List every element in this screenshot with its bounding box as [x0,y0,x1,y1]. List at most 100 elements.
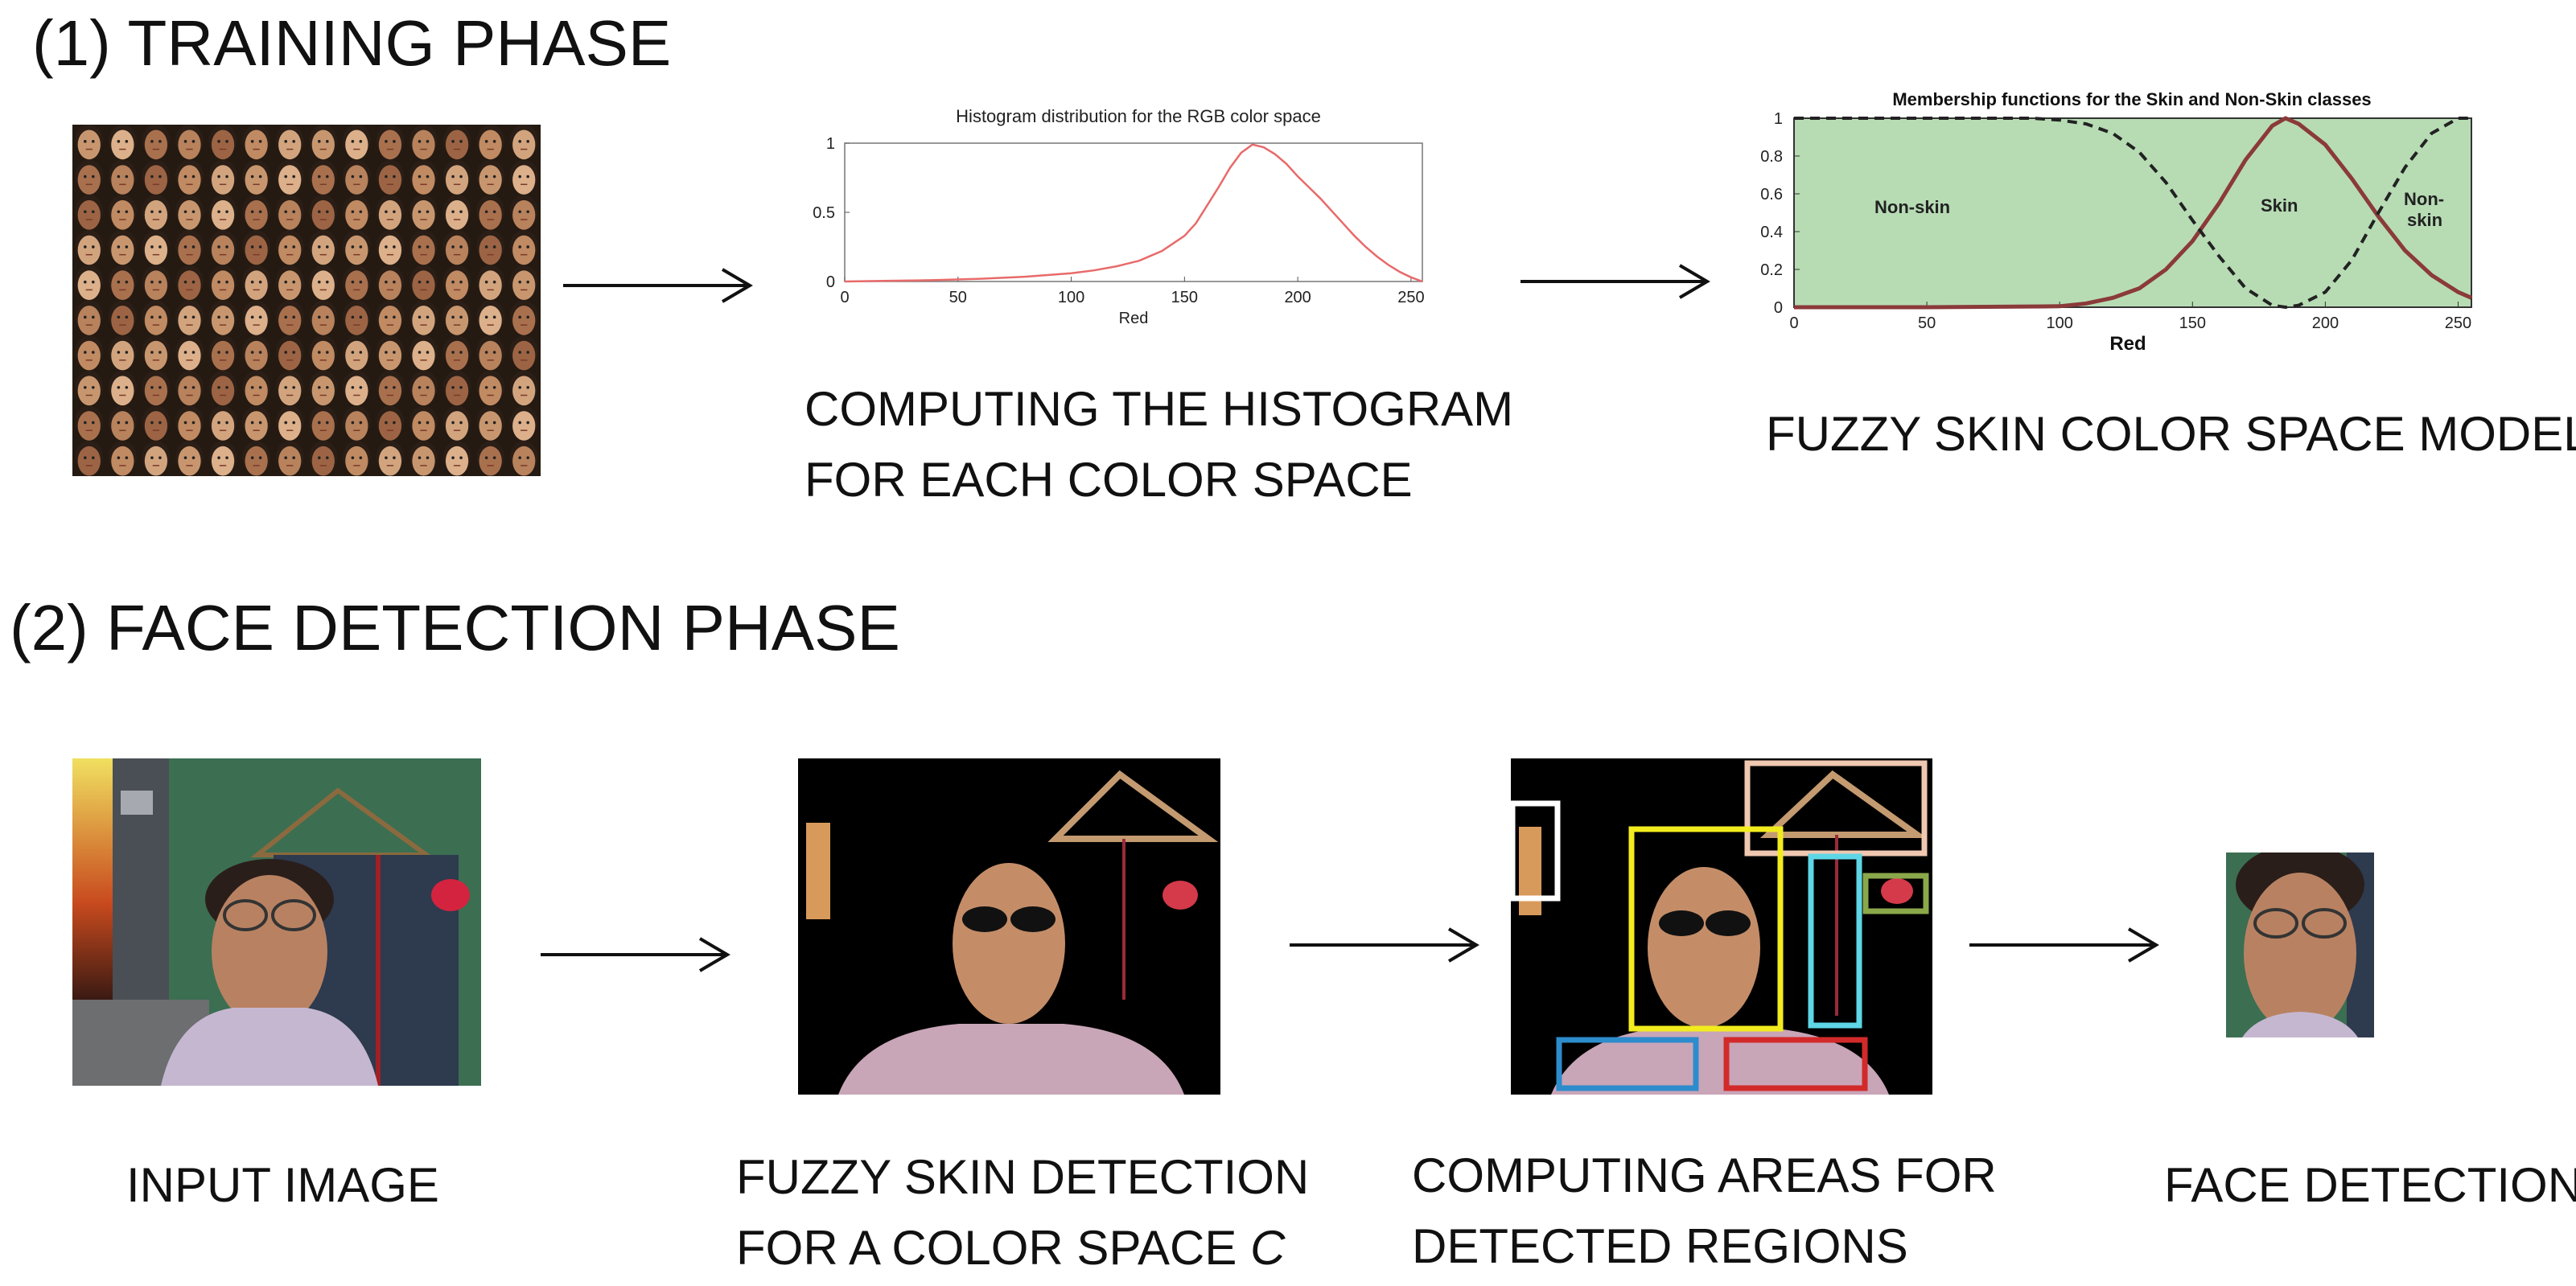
histogram-xtick-label: 100 [1058,289,1084,306]
face-tile [211,340,235,371]
face-tile [144,305,168,335]
face-eye [418,315,422,319]
face-eye [451,210,455,214]
face-tile [211,270,235,301]
face-eye [158,210,162,214]
face-eye [284,315,288,319]
face-eye [351,385,355,389]
face-eye [250,210,254,214]
membership-xtick-label: 50 [1918,314,1936,332]
face-tile [144,129,168,160]
face-tile [111,411,134,441]
nonskin-membership-line [1794,117,2471,310]
face-tile [311,270,335,301]
face-eye [418,280,422,284]
membership-ytick-label: 0.4 [1760,224,1783,241]
face-eye [225,245,228,249]
face-eye [83,245,87,249]
histogram-ytick-label: 0 [826,273,835,291]
face-eye [284,245,288,249]
face-eye [117,421,121,425]
membership-ytick-label: 0.2 [1760,261,1783,279]
face-tile [445,129,469,160]
face-eye [451,175,455,179]
face-eye [325,421,329,425]
membership-xtick-label: 100 [2047,314,2073,332]
face-eye [217,245,220,249]
annotation-skin: Skin [2261,195,2298,216]
membership-plot-area [1793,117,2472,308]
face-tile [479,376,502,406]
face-eye [359,315,363,319]
face-eye [393,421,396,425]
face-eye [484,315,488,319]
membership-ytick-label: 0.8 [1760,148,1783,166]
face-eye [451,351,455,354]
histogram-ytick-label: 1 [826,135,835,153]
face-eye [526,421,530,425]
face-eye [292,421,296,425]
face-eye [518,456,522,459]
face-eye [418,175,422,179]
membership-xtick-label: 200 [2312,314,2339,332]
face-eye [292,140,296,143]
face-eye [217,351,220,354]
face-tile [311,165,335,195]
face-tile [144,411,168,441]
face-eye [526,280,530,284]
face-tile [77,129,101,160]
face-tile [144,270,168,301]
face-eye [150,385,154,389]
face-eye [191,175,195,179]
face-eye [191,351,195,354]
face-tile [311,305,335,335]
face-eye [250,385,254,389]
face-eye [351,351,355,354]
face-eye [492,385,496,389]
skin-mask-graphic [798,758,1220,1095]
membership-ytick-label: 1 [1774,110,1783,128]
face-eye [292,280,296,284]
face-eye [91,140,95,143]
face-tile [278,270,302,301]
face-tile [278,376,302,406]
face-tile [278,165,302,195]
face-tile [178,165,201,195]
face-eye [183,315,187,319]
face-eye [284,385,288,389]
face-eye [83,175,87,179]
face-detection-crop-image [2226,853,2374,1037]
face-eye [125,140,129,143]
face-tile [211,235,235,265]
face-tile [211,199,235,230]
face-eye [258,385,262,389]
histogram-xtick-label: 50 [949,289,967,306]
face-eye [393,456,396,459]
face-eye [426,140,430,143]
face-tile [111,129,134,160]
face-eye [451,456,455,459]
face-eye [284,175,288,179]
face-eye [393,385,396,389]
face-eye [117,456,121,459]
face-eye [359,210,363,214]
face-tile [77,446,101,476]
face-eye [183,140,187,143]
face-eye [317,421,321,425]
face-tile [512,340,536,371]
fuzzy-model-caption: FUZZY SKIN COLOR SPACE MODEL [1766,407,2576,461]
face-eye [459,210,463,214]
face-tile [412,305,435,335]
face-tile [111,270,134,301]
face-tile [378,376,402,406]
face-eye [258,315,262,319]
face-eye [526,210,530,214]
face-tile [178,305,201,335]
face-eye [451,245,455,249]
arrow-right-icon [1290,927,1479,963]
face-eye [158,245,162,249]
face-eye [150,210,154,214]
face-eye [158,385,162,389]
arrow-right-icon [1520,264,1710,299]
face-eye [484,421,488,425]
